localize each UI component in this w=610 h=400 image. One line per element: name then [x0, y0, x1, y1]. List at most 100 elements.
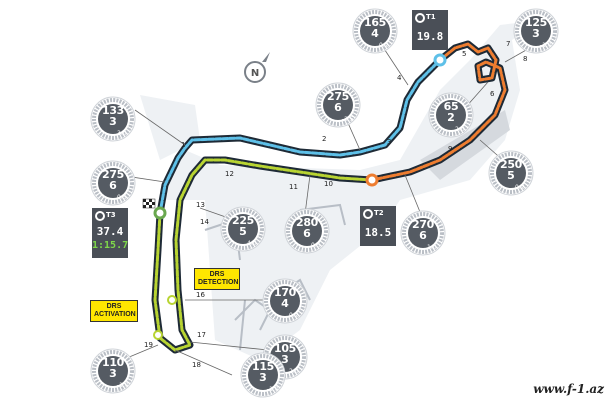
- gauge-gear: 3: [532, 27, 540, 40]
- t2-time: 18.5: [364, 226, 392, 239]
- sector-3-track: [151, 156, 376, 354]
- gauge-dial-icon: [352, 8, 398, 54]
- gauge-speed: 275: [101, 168, 125, 181]
- gauge-gear: 2: [447, 111, 455, 124]
- gauge-gear: 6: [334, 101, 342, 114]
- gauge-dial-icon: [400, 210, 446, 256]
- turn-number: 3: [387, 138, 392, 146]
- lap-time: 1:15.7: [92, 240, 129, 251]
- turn-number: 16: [196, 291, 205, 299]
- gauge-gear: 6: [419, 229, 427, 242]
- gauge-g-force: 0.2: [515, 184, 525, 191]
- sector-1-track: [156, 56, 444, 217]
- gauge-g-force: 2.0: [455, 126, 465, 133]
- turn-number: 4: [397, 74, 402, 82]
- gauge-speed: 280: [295, 216, 319, 229]
- gauge-g-force: 1.0: [427, 244, 437, 251]
- gauge-dial-icon: [284, 208, 330, 254]
- timer-icon: [95, 211, 105, 221]
- turn-number: 9: [448, 145, 453, 153]
- gauge-dial-icon: [220, 206, 266, 252]
- turn-number: 18: [192, 361, 201, 369]
- gauge-g-force: 3.0: [117, 130, 127, 137]
- gauge-g-force: 4.0: [247, 240, 257, 247]
- turn-number: 7: [506, 40, 511, 48]
- turn-number: 10: [324, 180, 333, 188]
- gauge-gear: 6: [109, 179, 117, 192]
- gauge-gear: 5: [239, 225, 247, 238]
- gauge-speed: 133: [101, 104, 125, 117]
- gauge-dial-icon: [240, 352, 286, 398]
- gauge-speed: 270: [411, 218, 435, 231]
- t1-time: 19.8: [416, 30, 444, 43]
- turn-number: 13: [196, 201, 205, 209]
- t3-marker: [153, 206, 167, 220]
- watermark: www.f-1.az: [533, 382, 604, 396]
- t1-marker: [433, 53, 447, 67]
- gauge-g-force: -1.0: [267, 386, 279, 393]
- gauge-dial-icon: [90, 348, 136, 394]
- gauge-g-force: 0.2: [379, 42, 389, 49]
- turn-number: 17: [197, 331, 206, 339]
- gauge-g-force: 0.2: [289, 312, 299, 319]
- gauge-g-force: -2.5: [342, 116, 354, 123]
- turn-number: 14: [200, 218, 209, 226]
- timer-icon: [415, 13, 425, 23]
- gauge-speed: 110: [101, 356, 125, 369]
- gauge-dial-icon: [488, 150, 534, 196]
- gauge-g-force: 0.5: [117, 194, 127, 201]
- turn-number: 19: [144, 341, 153, 349]
- t3-time: 37.4: [96, 225, 124, 238]
- checkered-flag-icon: [142, 198, 156, 209]
- gauge-dial-icon: [90, 96, 136, 142]
- gauge-gear: 3: [281, 353, 289, 366]
- gauge-dial-icon: [262, 278, 308, 324]
- gauge-gear: 4: [281, 297, 289, 310]
- gauge-speed: 125: [524, 16, 548, 29]
- turn-number: 12: [225, 170, 234, 178]
- gauge-speed: 275: [326, 90, 350, 103]
- drs-detection-marker: [167, 295, 177, 305]
- gauge-g-force: 0.5: [311, 242, 321, 249]
- compass-letter: N: [251, 68, 259, 79]
- turn-number: 8: [523, 55, 528, 63]
- sector-2-track: [368, 40, 509, 184]
- gauge-g-force: -1.0: [117, 382, 129, 389]
- timer-icon: [363, 209, 373, 219]
- gauge-dial-icon: [90, 160, 136, 206]
- t2-marker: [365, 173, 379, 187]
- compass-icon: N: [244, 52, 270, 83]
- drs-detection-label: DRS DETECTION: [194, 268, 240, 290]
- gauge-speed: 225: [231, 214, 255, 227]
- gauge-gear: 3: [259, 371, 267, 384]
- turn-number: 6: [490, 90, 495, 98]
- land-area: [140, 95, 200, 160]
- drs-activation-label: DRS ACTIVATION: [90, 300, 138, 322]
- turn-number: 5: [462, 50, 467, 58]
- gauge-gear: 3: [109, 115, 117, 128]
- gauge-dial-icon: [428, 92, 474, 138]
- t3-timing-box: T3 37.4 1:15.7: [92, 208, 128, 258]
- gauge-gear: 5: [507, 169, 515, 182]
- gauge-g-force: 2.0: [289, 368, 299, 375]
- gauge-gear: 3: [109, 367, 117, 380]
- t1-timing-box: T1 19.8: [412, 10, 448, 50]
- gauge-speed: 165: [363, 16, 387, 29]
- gauge-gear: 4: [371, 27, 379, 40]
- t2-timing-box: T2 18.5: [360, 206, 396, 246]
- gauge-speed: 170: [273, 286, 297, 299]
- t1-label: T1: [426, 13, 436, 21]
- gauge-gear: 6: [303, 227, 311, 240]
- drs-activation-marker: [153, 330, 163, 340]
